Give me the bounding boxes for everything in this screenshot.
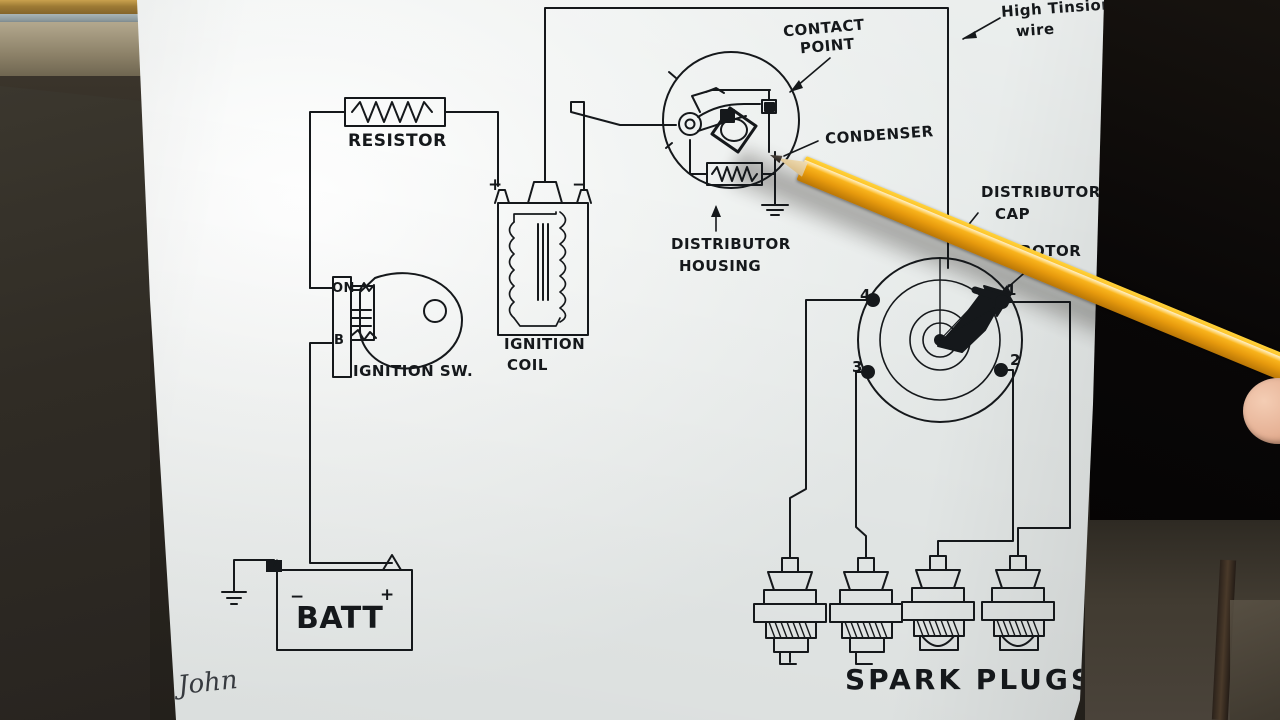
wire-coil-negative-to-points [570,101,677,191]
cap-terminal-number-2: 2 [1010,351,1021,369]
spark-plug-1 [753,557,827,665]
wire-resistor-to-coil-positive [444,111,499,187]
label-coil-negative: − [572,175,587,195]
spark-plug-4 [981,555,1055,651]
wire-resistor-to-switch [309,111,346,289]
resistor-symbol [344,97,446,127]
wire-terminal1-to-plug4 [1001,301,1071,557]
spark-plug-3 [901,555,975,651]
cap-terminal-number-1: 1 [1006,281,1017,299]
ghost-mark-right [1021,88,1030,113]
wire-terminal4-to-plug1 [789,299,874,559]
ignition-coil-symbol [494,181,592,336]
leader-condenser [783,140,819,157]
label-ignition-switch: IGNITION SW. [353,362,474,380]
background-right-dark [1090,0,1280,560]
label-switch-terminal-b: B [334,333,345,348]
ignition-switch-symbol [332,272,463,378]
label-high-tension-line2: wire [1015,19,1056,41]
cap-terminal-number-4: 4 [860,286,871,304]
label-battery-positive: + [380,585,395,605]
spark-plug-2 [829,557,903,665]
background-right-rubble [1230,600,1280,720]
label-distributor-housing-line2: HOUSING [679,257,762,275]
wire-switch-to-battery-positive [309,342,393,564]
label-battery: BATT [296,601,384,636]
label-ignition-coil-line2: COIL [507,356,548,374]
label-distributor-cap-line1: DISTRIBUTOR [981,183,1101,201]
wire-terminal3-to-plug2 [855,371,869,559]
cap-terminal-number-3: 3 [852,358,863,376]
label-distributor-housing-line1: DISTRIBUTOR [671,235,791,253]
wire-coil-ht-to-top-rail [544,7,949,269]
distributor-cap-symbol [857,257,1023,423]
battery-symbol [221,554,413,651]
label-switch-terminal-on: ON [332,281,355,296]
signature: John [176,664,239,702]
pencil-graphite-tip [768,151,782,163]
ghost-mark-title [175,0,183,16]
label-coil-positive: + [488,175,503,195]
wire-battery-negative-ground [233,559,275,593]
wire-terminal2-to-plug3 [937,369,1014,557]
background-left-slab [0,86,150,720]
label-spark-plugs: SPARK PLUGS [845,663,1095,696]
label-battery-negative: − [290,587,305,607]
pencil-wood-cone [774,151,808,177]
label-resistor: RESISTOR [348,131,447,151]
distributor-housing-symbol [662,51,800,216]
label-ignition-coil-line1: IGNITION [504,335,586,353]
label-distributor-cap-line2: CAP [995,205,1031,223]
